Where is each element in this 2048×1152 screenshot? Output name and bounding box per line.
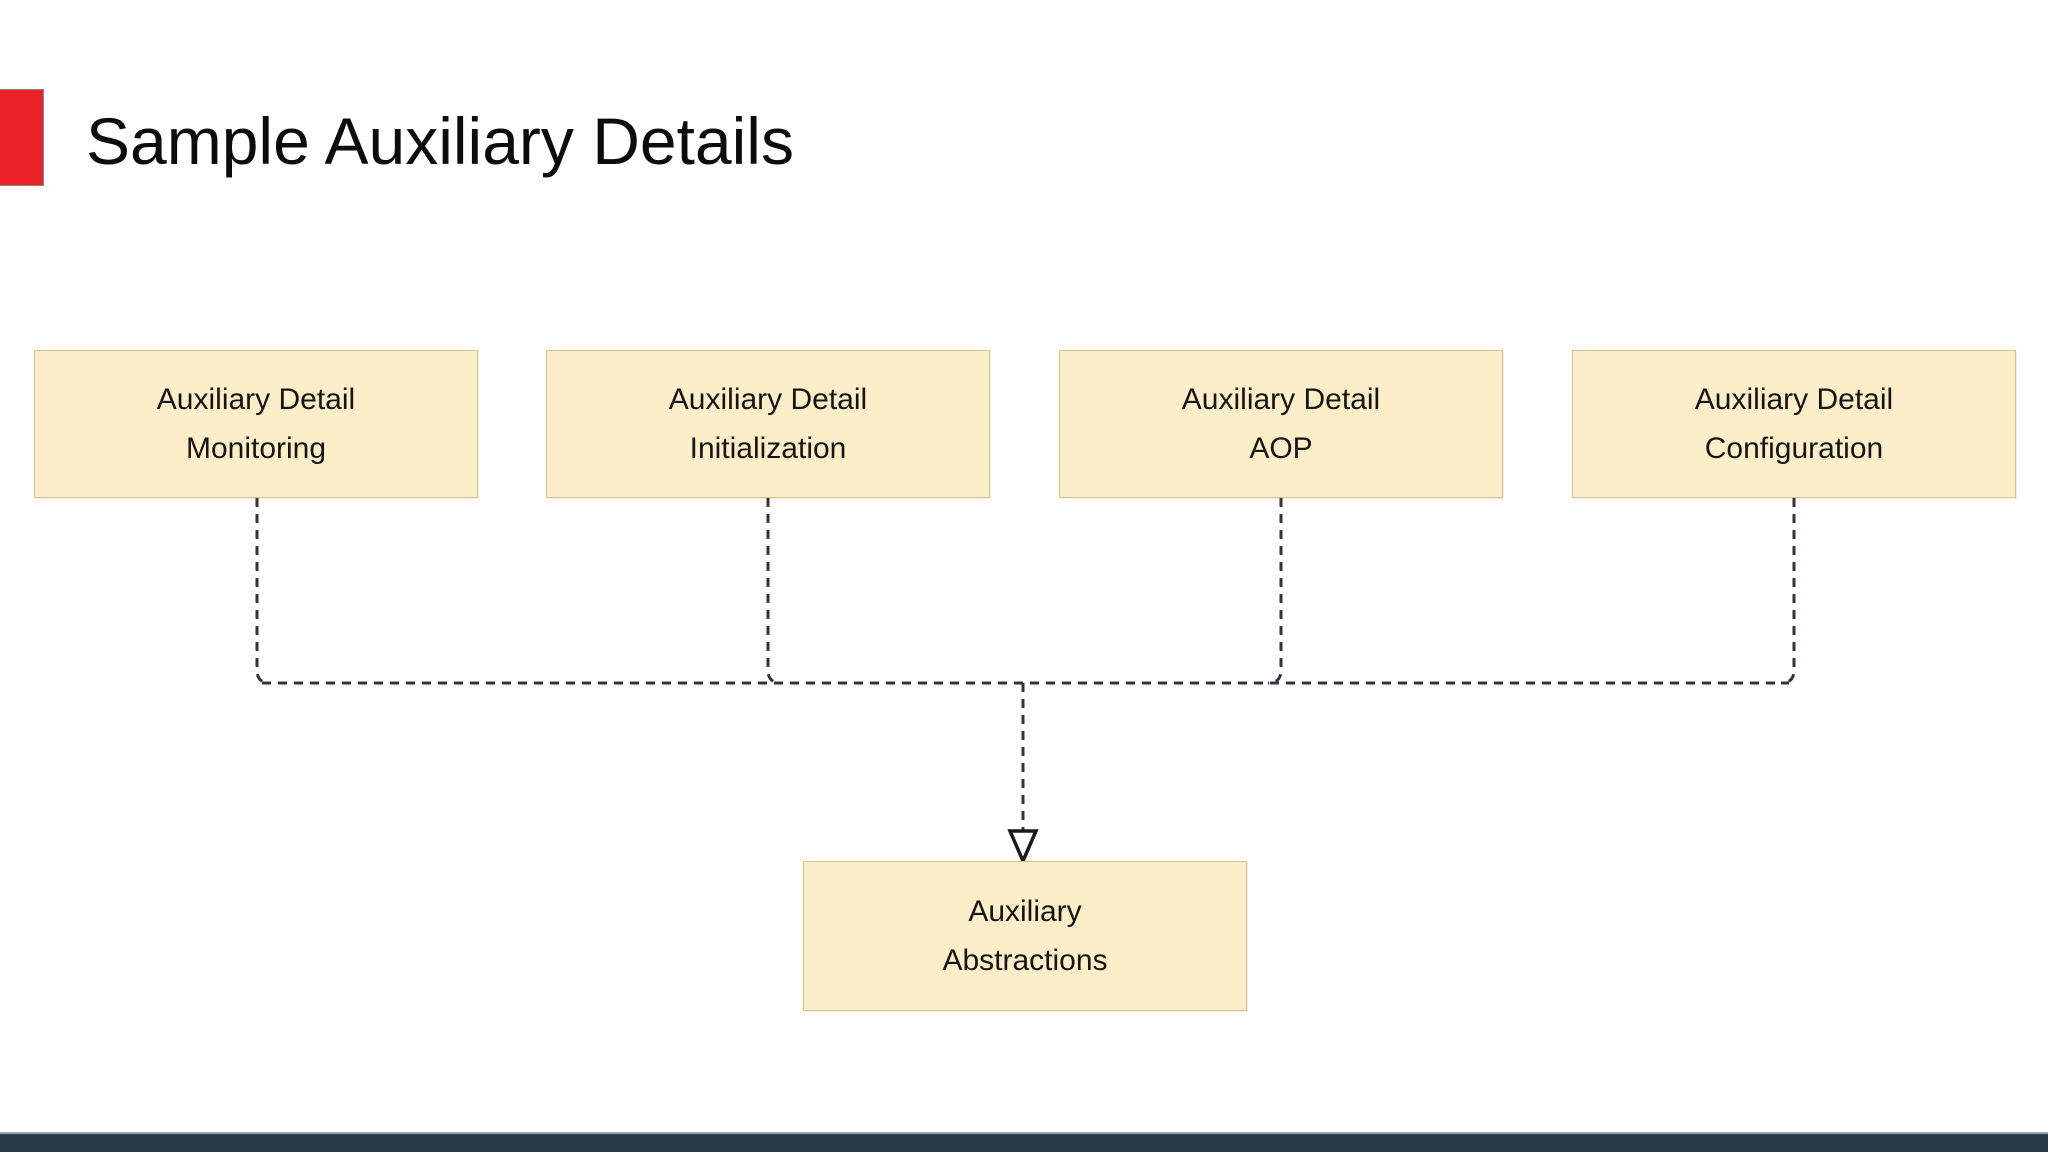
node-auxiliary-abstractions[interactable]: Auxiliary Abstractions [803,861,1247,1011]
node-auxiliary-detail-monitoring[interactable]: Auxiliary Detail Monitoring [34,350,478,498]
node-auxiliary-detail-initialization[interactable]: Auxiliary Detail Initialization [546,350,990,498]
connector-aop [1267,498,1283,685]
connector-configuration [1780,498,1796,685]
node-label-line1: Auxiliary [968,895,1082,928]
node-auxiliary-detail-aop[interactable]: Auxiliary Detail AOP [1059,350,1503,498]
arrowhead-icon [1007,829,1039,866]
node-label-line2: Configuration [1704,432,1884,465]
node-label-line1: Auxiliary Detail [1694,383,1894,416]
title-accent-bar [0,89,44,186]
page-title: Sample Auxiliary Details [86,104,794,178]
node-label-line1: Auxiliary Detail [156,383,356,416]
connector-monitoring [255,498,271,685]
node-auxiliary-detail-configuration[interactable]: Auxiliary Detail Configuration [1572,350,2016,498]
connector-initialization [766,498,782,685]
node-label-line1: Auxiliary Detail [1181,383,1381,416]
node-label-line2: Abstractions [942,944,1108,977]
node-label-line2: AOP [1249,432,1313,465]
node-label-line1: Auxiliary Detail [668,383,868,416]
footer-bar [0,1132,2048,1152]
node-label-line2: Monitoring [185,432,327,465]
node-label-line2: Initialization [689,432,847,465]
